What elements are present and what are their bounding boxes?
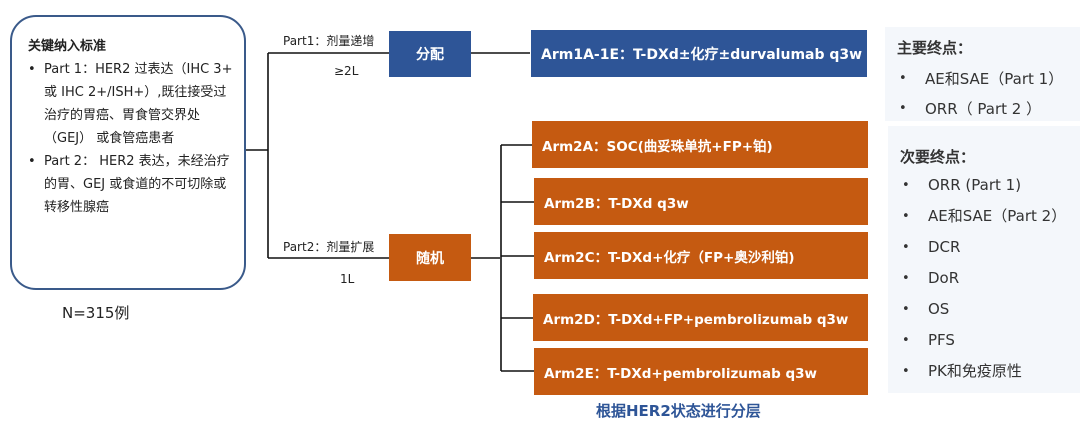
endpoint-item: DCR (900, 232, 1080, 263)
inclusion-criteria-box: 关键纳入标准 Part 1：HER2 过表达（IHC 3+ 或 IHC 2+/I… (10, 15, 246, 290)
endpoint-item: OS (900, 294, 1080, 325)
secondary-endpoints-panel: 次要终点： ORR (Part 1) AE和SAE（Part 2） DCR Do… (888, 126, 1080, 393)
arm-box-2a: Arm2A：SOC(曲妥珠单抗+FP+铂) (532, 121, 868, 168)
arm-box-2d: Arm2D：T-DXd+FP+pembrolizumab q3w (533, 294, 868, 341)
part1-line: ≥2L (334, 64, 359, 78)
randomization-node: 随机 (389, 234, 471, 281)
endpoint-item: AE和SAE（Part 1） (897, 64, 1080, 94)
sample-size: N=315例 (62, 304, 130, 322)
allocation-node: 分配 (389, 31, 471, 77)
arm1-box: Arm1A-1E：T-DXd±化疗±durvalumab q3w (531, 30, 867, 77)
secondary-endpoints-title: 次要终点： (900, 148, 976, 166)
part1-label: Part1：剂量递增 (283, 34, 375, 48)
secondary-endpoints-list: ORR (Part 1) AE和SAE（Part 2） DCR DoR OS P… (900, 170, 1080, 387)
primary-endpoints-panel: 主要终点： AE和SAE（Part 1） ORR（ Part 2 ） (885, 27, 1080, 124)
endpoint-item: ORR（ Part 2 ） (897, 94, 1080, 124)
part2-line: 1L (340, 272, 355, 286)
inclusion-title: 关键纳入标准 (28, 39, 107, 54)
primary-endpoints-title: 主要终点： (897, 39, 973, 57)
primary-endpoints-list: AE和SAE（Part 1） ORR（ Part 2 ） (897, 64, 1080, 124)
arm-box-2b: Arm2B：T-DXd q3w (534, 178, 868, 225)
stratification-note: 根据HER2状态进行分层 (596, 402, 761, 420)
endpoint-item: DoR (900, 263, 1080, 294)
endpoint-item: PFS (900, 325, 1080, 356)
inclusion-item: Part 2： HER2 表达，未经治疗的胃、GEJ 或食道的不可切除或转移性腺… (28, 150, 234, 219)
part2-label: Part2：剂量扩展 (283, 240, 375, 254)
inclusion-list: Part 1：HER2 过表达（IHC 3+ 或 IHC 2+/ISH+）,既往… (28, 58, 234, 219)
arm-box-2c: Arm2C：T-DXd+化疗（FP+奥沙利铂) (534, 232, 868, 279)
endpoint-item: PK和免疫原性 (900, 356, 1080, 387)
inclusion-item: Part 1：HER2 过表达（IHC 3+ 或 IHC 2+/ISH+）,既往… (28, 58, 234, 150)
endpoint-item: AE和SAE（Part 2） (900, 201, 1080, 232)
endpoint-item: ORR (Part 1) (900, 170, 1080, 201)
arm-box-2e: Arm2E：T-DXd+pembrolizumab q3w (534, 348, 868, 395)
